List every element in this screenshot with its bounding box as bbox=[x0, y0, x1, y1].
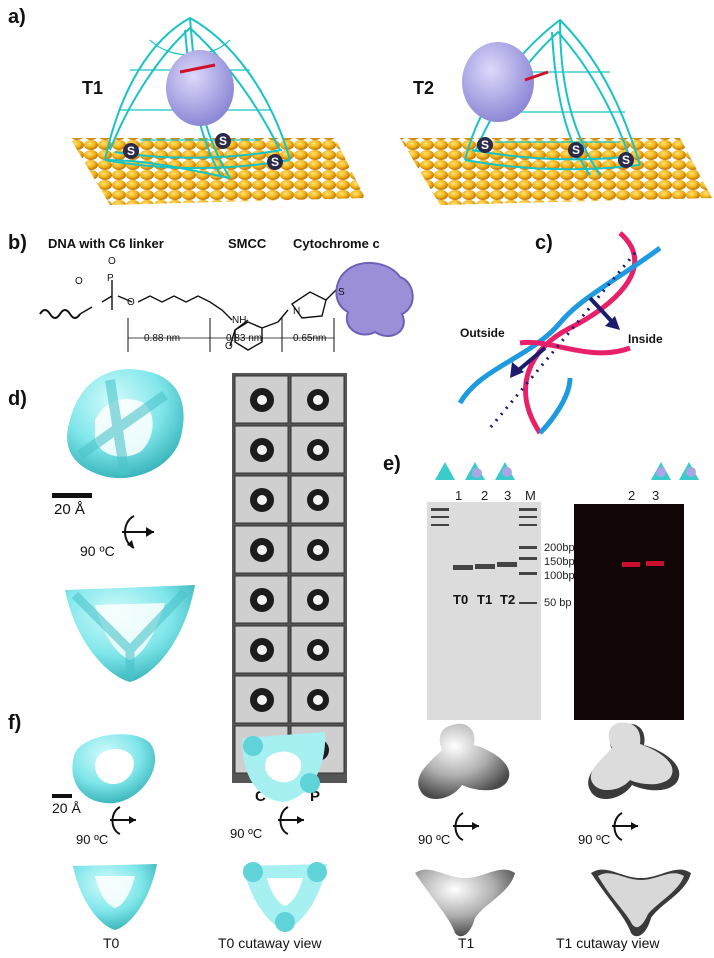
rotation-arrow-icon bbox=[278, 806, 304, 835]
cryoem-map-top bbox=[67, 369, 184, 479]
t1-cutaway-top bbox=[588, 722, 680, 800]
atom-o-2: O bbox=[108, 256, 116, 267]
panel-a-letter: a) bbox=[8, 6, 26, 28]
label-inside: Inside bbox=[628, 332, 663, 346]
caption-t0-cutaway: T0 cutaway view bbox=[218, 935, 322, 951]
rotation-label-f4: 90 ºC bbox=[578, 832, 611, 847]
distance-1: 0.88 nm bbox=[144, 333, 181, 344]
atom-n: N bbox=[293, 306, 301, 317]
band-label-t2: T2 bbox=[500, 592, 516, 607]
panel-a-illustration bbox=[70, 16, 712, 205]
t0-cutaway-top bbox=[242, 732, 326, 802]
t0-top-view bbox=[72, 734, 156, 804]
panel-b-letter: b) bbox=[8, 232, 27, 254]
atom-o-4: O bbox=[225, 341, 233, 352]
dna-linker-label: DNA with C6 linker bbox=[48, 236, 164, 251]
ladder-100: 100bp bbox=[544, 570, 575, 582]
rotation-label-f1: 90 ºC bbox=[76, 832, 109, 847]
atom-p: P bbox=[107, 273, 114, 284]
protein-t2 bbox=[462, 42, 534, 122]
band-label-t0: T0 bbox=[453, 592, 469, 607]
gel-right bbox=[574, 504, 684, 720]
dna-tetrahedron-t2 bbox=[464, 18, 641, 176]
caption-t1: T1 bbox=[458, 935, 475, 951]
t1-top-view bbox=[418, 723, 510, 800]
column-label-c: C bbox=[255, 788, 266, 805]
ladder-150: 150bp bbox=[544, 556, 575, 568]
sulfur-label-1: S bbox=[123, 143, 139, 159]
lane-m: M bbox=[525, 488, 536, 503]
protein-t1 bbox=[166, 50, 234, 126]
atom-o-1: O bbox=[75, 276, 83, 287]
chemical-structure bbox=[39, 261, 414, 352]
sulfur-label-2: S bbox=[215, 133, 231, 149]
label-t2: T2 bbox=[413, 78, 435, 98]
band-label-t1: T1 bbox=[477, 592, 493, 607]
gold-surface-right bbox=[400, 138, 712, 205]
distance-3: 0.65nm bbox=[293, 333, 327, 344]
panel-f-letter: f) bbox=[8, 712, 22, 734]
lane-2: 2 bbox=[481, 488, 489, 503]
ladder-50: 50 bp bbox=[544, 597, 572, 609]
atom-o-3: O bbox=[127, 297, 135, 308]
gel-left bbox=[427, 502, 541, 720]
distance-2: 0.83 nm bbox=[226, 333, 263, 344]
rotation-label-d: 90 ºC bbox=[80, 543, 115, 559]
sulfur-label-5: S bbox=[568, 142, 584, 158]
lane-3: 3 bbox=[504, 488, 512, 503]
sulfur-label-4: S bbox=[477, 137, 493, 153]
scale-label-d: 20 Å bbox=[54, 501, 85, 518]
t1-side-view bbox=[415, 869, 515, 937]
caption-t0: T0 bbox=[103, 935, 120, 951]
scale-bar-f bbox=[52, 794, 72, 798]
scale-label-f: 20 Å bbox=[52, 800, 81, 816]
rotation-label-f3: 90 ºC bbox=[418, 832, 451, 847]
atom-nh: NH bbox=[232, 315, 247, 326]
lane-icons bbox=[435, 462, 699, 480]
ladder-200: 200bp bbox=[544, 542, 575, 554]
lane-right-3: 3 bbox=[652, 488, 660, 503]
rotation-arrow-icon bbox=[122, 515, 154, 549]
caption-t1-cutaway: T1 cutaway view bbox=[556, 935, 660, 951]
t0-cutaway-side bbox=[243, 862, 327, 932]
rotation-arrow-icon bbox=[110, 806, 136, 835]
t0-side-view bbox=[73, 864, 157, 930]
cryoem-map-bottom bbox=[65, 585, 195, 682]
lane-1: 1 bbox=[455, 488, 463, 503]
sulfur-label-3: S bbox=[267, 154, 283, 170]
smcc-label: SMCC bbox=[228, 236, 267, 251]
gel-left-bands bbox=[431, 508, 537, 604]
label-t1: T1 bbox=[82, 78, 104, 98]
label-outside: Outside bbox=[460, 326, 505, 340]
gel-right-bands bbox=[622, 561, 664, 567]
sulfur-label-6: S bbox=[618, 152, 634, 168]
atom-s: S bbox=[338, 287, 345, 298]
panel-e-letter: e) bbox=[383, 453, 401, 475]
rotation-label-f2: 90 ºC bbox=[230, 826, 263, 841]
panel-d-letter: d) bbox=[8, 388, 27, 410]
column-label-p: P bbox=[310, 788, 321, 805]
class-average-grid bbox=[234, 375, 345, 774]
rotation-arrow-icon bbox=[612, 812, 638, 841]
scale-bar-d bbox=[52, 493, 92, 498]
cytochrome-label: Cytochrome c bbox=[293, 236, 380, 251]
double-helix bbox=[457, 231, 662, 435]
lane-right-2: 2 bbox=[628, 488, 636, 503]
rotation-arrow-icon bbox=[453, 812, 479, 841]
panel-c-letter: c) bbox=[535, 232, 553, 254]
t1-cutaway-side bbox=[591, 869, 691, 937]
